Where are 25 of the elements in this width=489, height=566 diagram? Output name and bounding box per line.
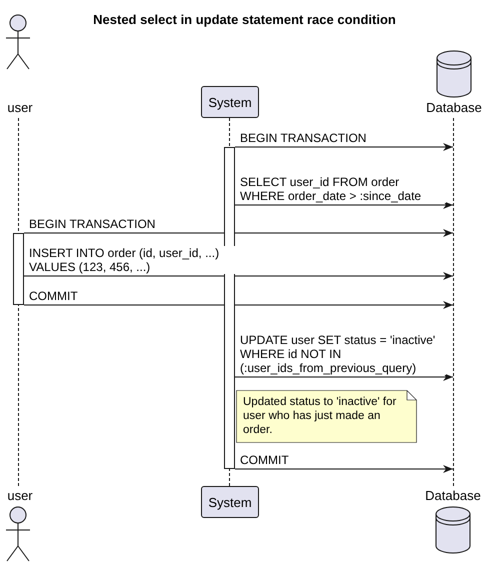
- message-arrow: [24, 301, 454, 309]
- message-arrow: [234, 373, 454, 381]
- participant-name: Database: [424, 488, 482, 504]
- activation-bar: [13, 233, 24, 305]
- note: [236, 390, 417, 443]
- note-text: Updated status to 'inactive' for user who has just made an order.: [243, 395, 398, 437]
- diagram-title: Nested select in update statement race condition: [92, 12, 397, 27]
- message-label: COMMIT: [29, 289, 78, 303]
- message-arrow: [24, 272, 454, 280]
- participant-name: user: [6, 488, 34, 504]
- message-label: SELECT user_id FROM order WHERE order_date > :since_date: [240, 175, 446, 203]
- participant-box: System: [201, 486, 259, 518]
- lifeline: [453, 118, 454, 486]
- message-label: BEGIN TRANSACTION: [240, 131, 366, 145]
- message-arrow: [24, 229, 454, 237]
- message-label: COMMIT: [240, 453, 289, 467]
- message-arrow: [234, 143, 454, 151]
- participant-box: System: [201, 86, 259, 118]
- message-arrow: [234, 201, 454, 209]
- participant-name: user: [6, 100, 34, 116]
- activation-bar: [224, 147, 235, 469]
- message-label: BEGIN TRANSACTION: [29, 217, 156, 231]
- message-arrow: [234, 465, 454, 473]
- participant-name: Database: [425, 100, 483, 116]
- message-label: UPDATE user SET status = 'inactive' WHERE id NOT IN (:user_ids_from_previous_query): [240, 333, 446, 375]
